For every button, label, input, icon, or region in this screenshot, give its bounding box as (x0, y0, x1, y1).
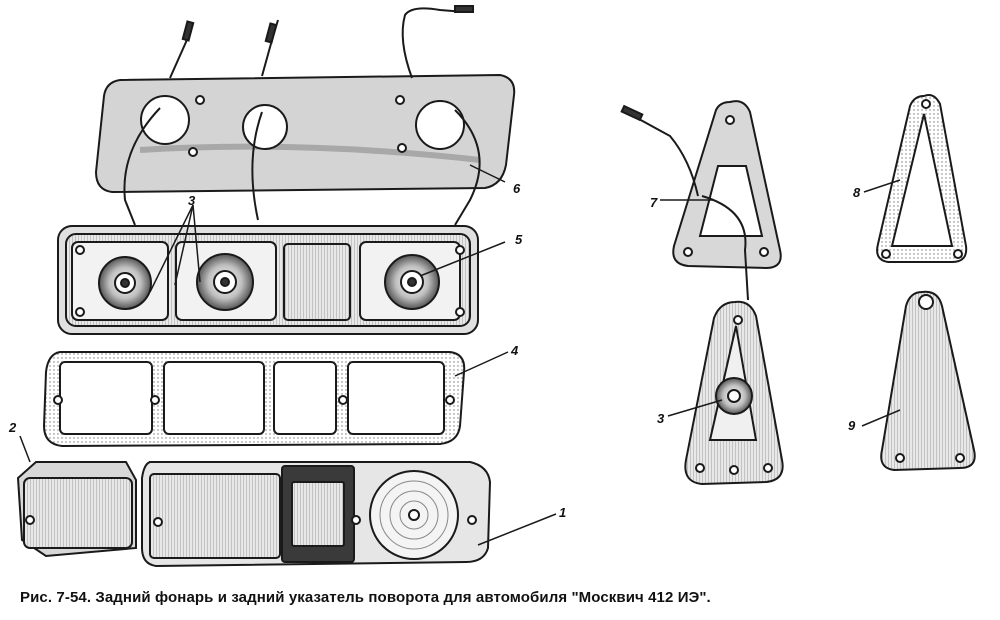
gasket-part-4 (42, 351, 509, 448)
figure-caption: Рис. 7-54. Задний фонарь и задний указат… (20, 589, 711, 606)
callout-9: 9 (848, 418, 856, 433)
turn-signal-housing-part-3 (667, 300, 784, 486)
turn-signal-base-part-7 (620, 100, 782, 301)
turn-signal-lens-part-9 (861, 290, 976, 472)
callout-3-left: 3 (188, 193, 196, 208)
turn-signal-gasket-part-8 (863, 94, 968, 263)
callout-4: 4 (511, 343, 519, 358)
callout-3-right: 3 (657, 411, 665, 426)
callout-2: 2 (9, 420, 17, 435)
side-lens-part-2 (16, 435, 137, 558)
callout-7: 7 (650, 195, 658, 210)
callout-5: 5 (515, 232, 523, 247)
exploded-view-drawing (16, 5, 976, 568)
callout-1: 1 (559, 505, 567, 520)
callout-8: 8 (853, 185, 861, 200)
main-lens-part-1 (141, 461, 557, 568)
lamp-body-part-5 (57, 204, 506, 335)
lamp-cover-part-6 (94, 5, 516, 226)
callout-6: 6 (513, 181, 521, 196)
